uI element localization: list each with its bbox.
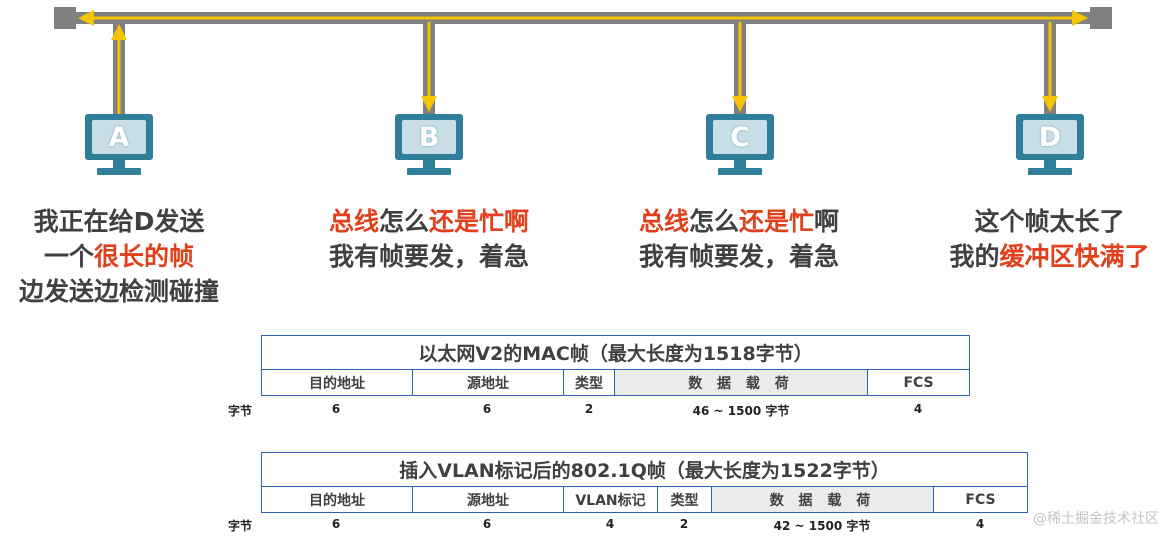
station-letter: B — [418, 121, 440, 153]
station-a: A — [81, 114, 157, 178]
signal-arrow-down-c — [732, 96, 748, 112]
bytes-payload: 42 ~ 1500 字节 — [773, 519, 871, 533]
bytes-payload: 46 ~ 1500 字节 — [692, 404, 790, 418]
caption-text: 一个 — [43, 242, 94, 271]
caption-highlight: 还是忙 — [739, 207, 815, 236]
caption-line: 这个帧太长了 — [930, 204, 1169, 239]
caption-text: 我有帧要发，着急 — [328, 242, 529, 271]
caption-highlight: 很长的帧 — [94, 242, 195, 271]
signal-arrowhead-right — [1072, 10, 1088, 26]
field-src-address: 源地址 — [412, 369, 564, 396]
station-letter: A — [108, 121, 130, 153]
station-d: D — [1012, 114, 1088, 178]
computer-icon: A — [85, 114, 153, 160]
field-type: 类型 — [657, 486, 712, 513]
caption-line: 我有帧要发，着急 — [610, 239, 868, 274]
field-payload: 数 据 载 荷 — [711, 486, 934, 513]
computer-icon: D — [1016, 114, 1084, 160]
signal-arrow-up-a — [111, 24, 127, 40]
caption-line: 我的缓冲区快满了 — [930, 239, 1169, 274]
field-payload: 数 据 载 荷 — [614, 369, 868, 396]
bytes-type: 2 — [584, 402, 594, 416]
caption-line: 我正在给D发送 — [0, 204, 238, 239]
caption-highlight: 总线 — [328, 207, 379, 236]
bytes-src: 6 — [482, 402, 492, 416]
station-c: C — [702, 114, 778, 178]
field-type: 类型 — [563, 369, 615, 396]
field-dest-address: 目的地址 — [261, 369, 413, 396]
caption-line: 一个很长的帧 — [0, 239, 238, 274]
field-fcs: FCS — [866, 369, 971, 396]
caption-text: 我的 — [949, 242, 1000, 271]
byte-size-row: 6 6 4 2 42 ~ 1500 字节 4 — [261, 517, 1027, 537]
bytes-unit-label: 字节 — [228, 404, 253, 418]
mac-frame-table: 以太网V2的MAC帧（最大长度为1518字节） 目的地址 源地址 类型 数 据 … — [260, 335, 971, 396]
caption-text: 边发送边检测碰撞 — [18, 277, 219, 306]
signal-arrow-down-d — [1042, 96, 1058, 112]
caption-line: 边发送边检测碰撞 — [0, 274, 238, 309]
bytes-fcs: 4 — [975, 517, 985, 531]
watermark: @稀土掘金技术社区 — [1033, 511, 1159, 527]
caption-text: 怎么 — [688, 207, 739, 236]
byte-size-row: 6 6 2 46 ~ 1500 字节 4 — [261, 402, 969, 422]
bytes-unit-label: 字节 — [228, 519, 253, 533]
bytes-type: 2 — [679, 517, 689, 531]
field-vlan-tag: VLAN标记 — [563, 486, 658, 513]
bytes-dest: 6 — [331, 517, 341, 531]
caption-d: 这个帧太长了我的缓冲区快满了 — [930, 204, 1169, 274]
caption-text: 啊 — [814, 207, 840, 236]
bus-diagram — [54, 7, 1112, 116]
caption-text: 我有帧要发，着急 — [638, 242, 839, 271]
station-letter: C — [730, 121, 750, 153]
computer-icon: C — [706, 114, 774, 160]
caption-highlight: 总线 — [638, 207, 689, 236]
computer-icon: B — [395, 114, 463, 160]
caption-c: 总线怎么还是忙啊我有帧要发，着急 — [610, 204, 868, 274]
bytes-dest: 6 — [331, 402, 341, 416]
signal-arrowhead-left — [78, 10, 94, 26]
field-src-address: 源地址 — [412, 486, 564, 513]
caption-line: 总线怎么还是忙啊 — [300, 204, 558, 239]
caption-line: 我有帧要发，着急 — [300, 239, 558, 274]
caption-highlight: 缓冲区快满了 — [999, 242, 1150, 271]
caption-highlight: 还是忙啊 — [429, 207, 530, 236]
station-b: B — [391, 114, 467, 178]
caption-a: 我正在给D发送一个很长的帧边发送边检测碰撞 — [0, 204, 238, 309]
field-fcs: FCS — [932, 486, 1029, 513]
bus-terminator-left — [54, 7, 76, 29]
station-letter: D — [1038, 121, 1062, 153]
bytes-vlan: 4 — [605, 517, 615, 531]
bytes-src: 6 — [482, 517, 492, 531]
bytes-fcs: 4 — [913, 402, 923, 416]
caption-text: 我正在给D发送 — [33, 207, 205, 236]
caption-text: 这个帧太长了 — [974, 207, 1125, 236]
caption-b: 总线怎么还是忙啊我有帧要发，着急 — [300, 204, 558, 274]
signal-arrow-down-b — [421, 96, 437, 112]
caption-text: 怎么 — [378, 207, 429, 236]
field-dest-address: 目的地址 — [261, 486, 413, 513]
table-title: 插入VLAN标记后的802.1Q帧（最大长度为1522字节） — [260, 452, 1029, 487]
vlan-frame-table: 插入VLAN标记后的802.1Q帧（最大长度为1522字节） 目的地址 源地址 … — [260, 452, 1029, 513]
table-title: 以太网V2的MAC帧（最大长度为1518字节） — [260, 335, 971, 370]
caption-line: 总线怎么还是忙啊 — [610, 204, 868, 239]
